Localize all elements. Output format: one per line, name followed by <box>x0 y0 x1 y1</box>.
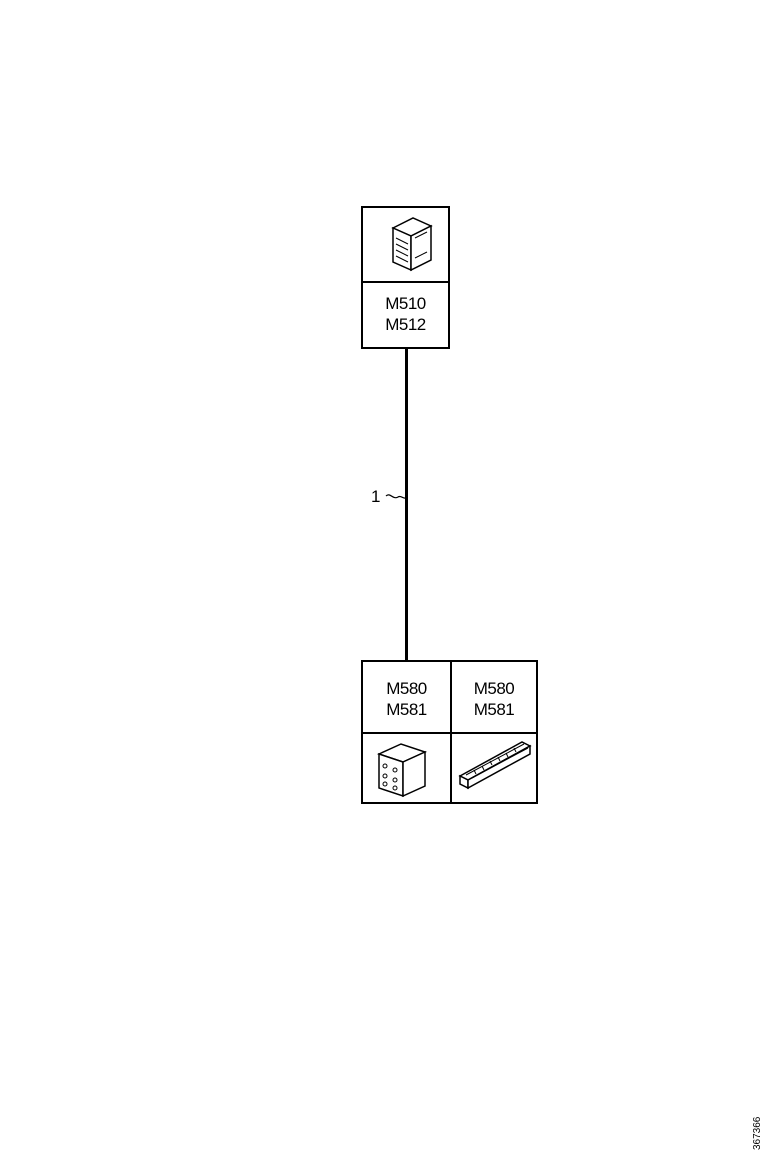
cable-callout-number: 1 <box>371 487 381 506</box>
connector-module-icon <box>376 743 428 798</box>
label-m512: M512 <box>385 315 426 334</box>
label-m580-left: M580 <box>386 679 427 698</box>
bottom-right-image-cell <box>452 734 536 802</box>
label-m510: M510 <box>385 294 426 313</box>
label-m580-right: M580 <box>473 679 515 698</box>
bottom-left-label-cell: M580 M581 <box>363 662 450 732</box>
backplane-strip-icon <box>458 741 532 790</box>
bottom-right-label-cell: M580 M581 <box>452 662 536 732</box>
label-m581-right: M581 <box>473 700 515 719</box>
callout-leader-icon <box>385 494 407 499</box>
top-component-divider <box>363 281 448 283</box>
bottom-left-labels: M580 M581 <box>363 678 450 720</box>
top-component-image-cell <box>363 208 448 281</box>
bottom-component-box: M580 M581 M580 M581 <box>361 660 538 804</box>
label-m581-left: M581 <box>386 700 427 719</box>
connector-module-icon <box>391 217 433 272</box>
cable-line <box>405 348 408 660</box>
top-component-labels: M510 M512 <box>363 293 448 335</box>
bottom-component-hdivider <box>363 732 536 734</box>
document-id: 367366 <box>752 1116 763 1150</box>
bottom-left-image-cell <box>363 734 450 802</box>
bottom-right-labels: M580 M581 <box>452 678 536 720</box>
top-component-box: M510 M512 <box>361 206 450 349</box>
